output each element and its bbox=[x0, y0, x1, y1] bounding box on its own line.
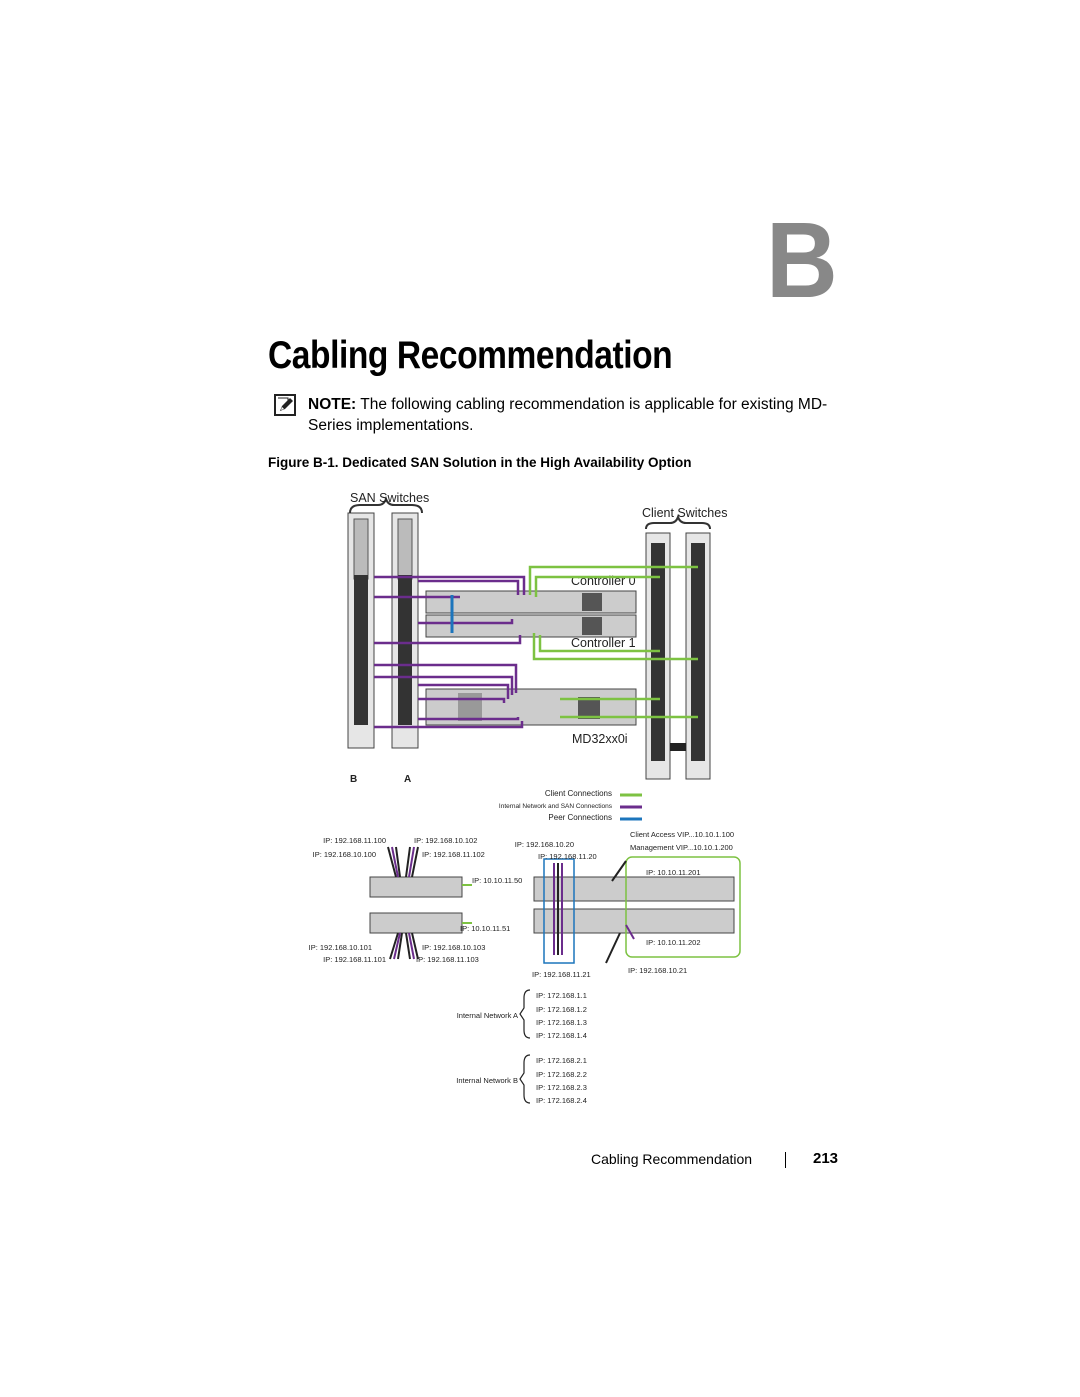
ip-l-1: IP: 192.168.11.100 bbox=[323, 836, 386, 845]
legend-client: Client Connections bbox=[545, 789, 612, 798]
ip-l-9: IP: 192.168.10.103 bbox=[422, 943, 485, 952]
ip-l-2: IP: 192.168.10.100 bbox=[313, 850, 376, 859]
ip-l-3: IP: 192.168.10.102 bbox=[414, 836, 477, 845]
ip-r-1: IP: 192.168.10.20 bbox=[515, 840, 574, 849]
internal-a-ip-4: IP: 172.168.1.4 bbox=[536, 1031, 587, 1040]
san-switch-b bbox=[347, 512, 375, 749]
internal-a-ip-3: IP: 172.168.1.3 bbox=[536, 1018, 587, 1027]
ip-l-4: IP: 192.168.11.102 bbox=[422, 850, 485, 859]
ip-r-6: IP: 10.10.11.202 bbox=[646, 938, 701, 947]
note-pencil-icon bbox=[274, 394, 296, 416]
ip-l-8: IP: 192.168.11.101 bbox=[323, 955, 386, 964]
ip-r-8: IP: 192.168.10.21 bbox=[628, 966, 687, 975]
ip-r-5: IP: 10.10.11.201 bbox=[646, 868, 701, 877]
page-number: 213 bbox=[813, 1150, 839, 1167]
label-b: B bbox=[350, 774, 357, 785]
ip-l-7: IP: 192.168.10.101 bbox=[309, 943, 372, 952]
label-array: MD32xx0i bbox=[572, 732, 628, 746]
cabling-diagram: SAN Switches Client Switches Controller … bbox=[309, 491, 741, 1105]
internal-a-ip-1: IP: 172.168.1.1 bbox=[536, 991, 587, 1000]
left-servers bbox=[369, 846, 472, 960]
ip-r-2: IP: 192.168.11.20 bbox=[538, 852, 597, 861]
internal-b-ip-1: IP: 172.168.2.1 bbox=[536, 1056, 587, 1065]
client-switch-1 bbox=[645, 532, 671, 780]
ip-r-3: Client Access VIP...10.10.1.100 bbox=[630, 830, 734, 839]
san-cables bbox=[374, 575, 526, 729]
label-san-switches: SAN Switches bbox=[350, 491, 429, 505]
ip-r-7: IP: 192.168.11.21 bbox=[532, 970, 591, 979]
page-title: Cabling Recommendation bbox=[268, 334, 673, 377]
ip-r-4: Management VIP...10.10.1.200 bbox=[630, 843, 733, 852]
internal-b-ip-3: IP: 172.168.2.3 bbox=[536, 1083, 587, 1092]
internal-b-ip-2: IP: 172.168.2.2 bbox=[536, 1070, 587, 1079]
legend-peer: Peer Connections bbox=[548, 813, 612, 822]
footer-divider bbox=[785, 1152, 786, 1168]
right-array bbox=[533, 856, 741, 964]
client-cables bbox=[528, 565, 698, 719]
ip-l-5: IP: 10.10.11.50 bbox=[472, 876, 522, 885]
controller-1 bbox=[425, 614, 637, 638]
note-text: NOTE: The following cabling recommendati… bbox=[308, 394, 840, 436]
note-body: The following cabling recommendation is … bbox=[308, 396, 828, 434]
appendix-letter: B bbox=[766, 199, 838, 320]
figure-caption: Figure B-1. Dedicated SAN Solution in th… bbox=[268, 455, 692, 470]
label-controller-1: Controller 1 bbox=[571, 636, 636, 650]
ip-l-10: IP: 192.168.11.103 bbox=[416, 955, 479, 964]
label-client-switches: Client Switches bbox=[642, 506, 727, 520]
client-switch-2 bbox=[685, 532, 711, 780]
internal-network-a-label: Internal Network A bbox=[457, 1011, 518, 1020]
note-label: NOTE: bbox=[308, 396, 357, 413]
label-a: A bbox=[404, 774, 411, 785]
san-switch-a bbox=[391, 512, 419, 749]
internal-network-b-label: Internal Network B bbox=[456, 1076, 518, 1085]
legend-internal: Internal Network and SAN Connections bbox=[499, 803, 613, 810]
internal-a-ip-2: IP: 172.168.1.2 bbox=[536, 1005, 587, 1014]
footer-section-title: Cabling Recommendation bbox=[591, 1151, 753, 1167]
internal-b-ip-4: IP: 172.168.2.4 bbox=[536, 1096, 587, 1105]
ip-l-6: IP: 10.10.11.51 bbox=[460, 924, 510, 933]
legend: Client Connections Internal Network and … bbox=[499, 789, 642, 822]
